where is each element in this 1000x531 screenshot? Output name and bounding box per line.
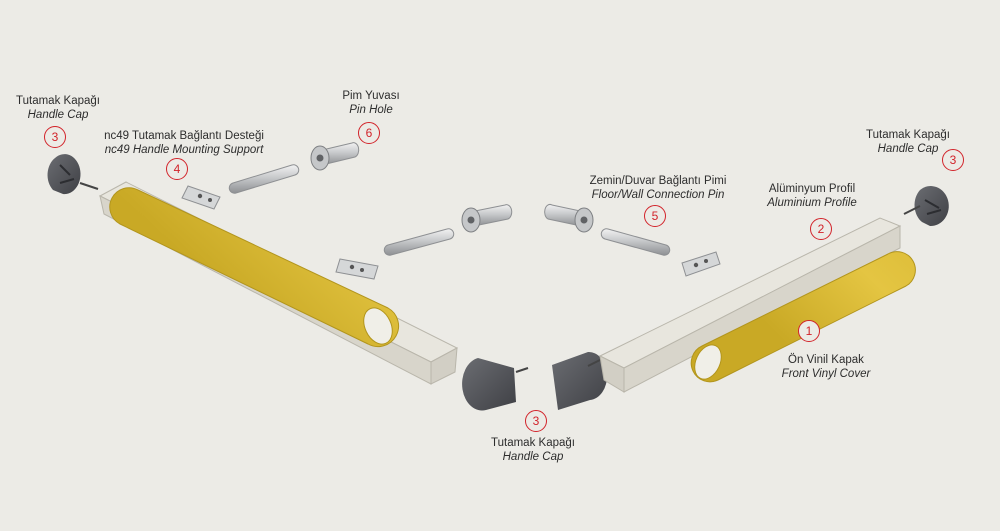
right-vinyl-cover [690,251,916,383]
label-en: Handle Cap [877,143,939,155]
badge-4: 4 [166,158,188,180]
label-en: Handle Cap [502,451,564,463]
label-cap-bottom: Tutamak Kapağı Handle Cap [491,436,575,464]
mounting-support-center [335,258,379,280]
badge-2: 2 [810,218,832,240]
label-connection-pin: Zemin/Duvar Bağlantı Pimi Floor/Wall Con… [590,174,727,202]
label-cap-top-left: Tutamak Kapağı Handle Cap [16,94,100,122]
label-tr: Alüminyum Profil [768,183,856,195]
label-tr: Tutamak Kapağı [866,129,950,141]
label-tr: Tutamak Kapağı [491,437,575,449]
label-en: Aluminium Profile [767,197,857,209]
label-tr: nc49 Tutamak Bağlantı Desteği [104,130,264,142]
label-en: Pin Hole [349,104,393,116]
left-end-cap [47,154,99,195]
label-tr: Zemin/Duvar Bağlantı Pimi [589,175,727,187]
badge-5: 5 [644,205,666,227]
badge-6: 6 [358,122,380,144]
label-tr: Tutamak Kapağı [16,95,100,107]
label-vinyl-cover: Ön Vinil Kapak Front Vinyl Cover [782,353,871,381]
label-mounting-support: nc49 Tutamak Bağlantı Desteği nc49 Handl… [104,129,264,157]
label-tr: Ön Vinil Kapak [788,354,864,366]
label-en: nc49 Handle Mounting Support [104,144,264,156]
pin-hole-6 [310,142,360,171]
label-cap-top-right: Tutamak Kapağı Handle Cap [866,128,950,156]
label-en: Front Vinyl Cover [781,368,871,380]
pin-left-short [228,164,300,194]
badge-1: 1 [798,320,820,342]
right-end-cap [903,186,949,227]
right-aluminium-profile [598,217,902,393]
bottom-cap-right [552,351,608,410]
mounting-support-right [681,251,721,277]
label-en: Floor/Wall Connection Pin [591,189,725,201]
pin-hole-center-left [461,204,513,233]
left-vinyl-cover [109,187,400,348]
mounting-support-4 [181,185,221,210]
label-en: Handle Cap [27,109,89,121]
bottom-cap-left [462,358,529,411]
pin-center-left [383,228,455,256]
label-pin-hole: Pim Yuvası Pin Hole [342,89,399,117]
pin-center-right [600,228,671,256]
badge-3-top-left: 3 [44,126,66,148]
badge-3-top-right: 3 [942,149,964,171]
label-aluminium-profile: Alüminyum Profil Aluminium Profile [767,182,856,210]
badge-3-bottom: 3 [525,410,547,432]
pin-hole-center-right [544,203,594,233]
label-tr: Pim Yuvası [342,90,400,102]
